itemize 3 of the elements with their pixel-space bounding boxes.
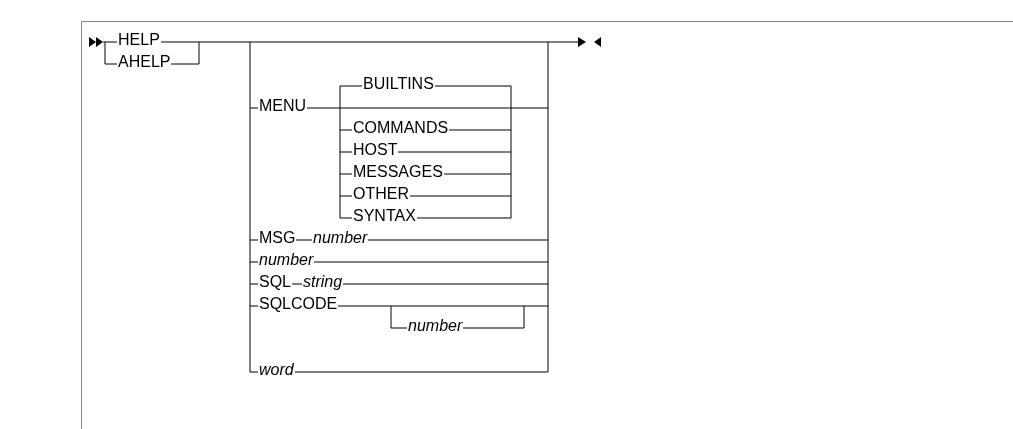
variable-keyword: string — [302, 273, 344, 292]
command-keyword: SQL — [258, 273, 292, 292]
command-keyword: SQLCODE — [258, 295, 339, 314]
